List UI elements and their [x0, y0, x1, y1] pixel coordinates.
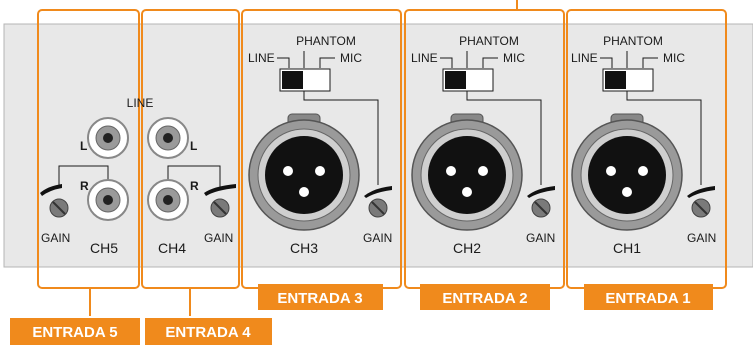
phantom-switch-knob[interactable] — [445, 71, 466, 89]
entrada-2-label: ENTRADA 2 — [442, 290, 527, 307]
ch4-right-label: R — [190, 179, 199, 193]
gain-label: GAIN — [363, 231, 392, 245]
entrada-1-label: ENTRADA 1 — [605, 290, 690, 307]
channel-name: CH3 — [290, 240, 318, 256]
entrada-2-badge: ENTRADA 2 — [420, 284, 550, 310]
channel-3: PHANTOM LINE MIC GAIN CH3 — [248, 34, 392, 256]
mic-switch-label: MIC — [503, 51, 525, 65]
entrada-4-label: ENTRADA 4 — [165, 324, 251, 341]
gain-knob[interactable] — [210, 198, 230, 218]
channel-name: CH2 — [453, 240, 481, 256]
entrada-5-badge: ENTRADA 5 — [10, 318, 140, 345]
channel-1: PHANTOM LINE MIC GAIN CH1 — [571, 34, 716, 256]
rca-right-jack[interactable] — [87, 179, 129, 221]
channel-4: L R GAIN CH4 — [147, 117, 236, 256]
line-switch-label: LINE — [571, 51, 598, 65]
line-input-label: LINE — [127, 96, 154, 110]
phantom-label: PHANTOM — [603, 34, 663, 48]
channel-name: CH1 — [613, 240, 641, 256]
line-switch-label: LINE — [248, 51, 275, 65]
entrada-1-badge: ENTRADA 1 — [584, 284, 713, 310]
gain-knob[interactable] — [49, 198, 69, 218]
rca-right-jack[interactable] — [147, 179, 189, 221]
ch5-frame — [37, 9, 140, 289]
rca-left-jack[interactable] — [147, 117, 189, 159]
entrada-3-label: ENTRADA 3 — [277, 290, 362, 307]
channel-name: CH4 — [158, 240, 186, 256]
gain-label: GAIN — [687, 231, 716, 245]
channel-2: PHANTOM LINE MIC GAIN CH2 — [411, 34, 555, 256]
xlr-jack[interactable] — [248, 113, 360, 231]
phantom-label: PHANTOM — [296, 34, 356, 48]
ch4-left-label: L — [190, 139, 197, 153]
line-switch-label: LINE — [411, 51, 438, 65]
mic-switch-label: MIC — [340, 51, 362, 65]
phantom-switch-knob[interactable] — [605, 71, 626, 89]
entrada-4-badge: ENTRADA 4 — [145, 318, 272, 345]
gain-knob[interactable] — [368, 198, 388, 218]
channel-5: L R GAIN CH5 — [40, 117, 129, 256]
ch5-right-label: R — [80, 179, 89, 193]
phantom-label: PHANTOM — [459, 34, 519, 48]
rca-left-jack[interactable] — [87, 117, 129, 159]
gain-knob[interactable] — [691, 198, 711, 218]
gain-label: GAIN — [204, 231, 233, 245]
gain-label: GAIN — [526, 231, 555, 245]
entrada-5-label: ENTRADA 5 — [32, 324, 117, 341]
gain-label: GAIN — [41, 231, 70, 245]
phantom-switch-knob[interactable] — [282, 71, 303, 89]
entrada-3-badge: ENTRADA 3 — [258, 284, 383, 310]
mic-switch-label: MIC — [663, 51, 685, 65]
channel-name: CH5 — [90, 240, 118, 256]
xlr-jack[interactable] — [571, 113, 683, 231]
ch5-left-label: L — [80, 139, 87, 153]
gain-knob[interactable] — [531, 198, 551, 218]
xlr-jack[interactable] — [411, 113, 523, 231]
